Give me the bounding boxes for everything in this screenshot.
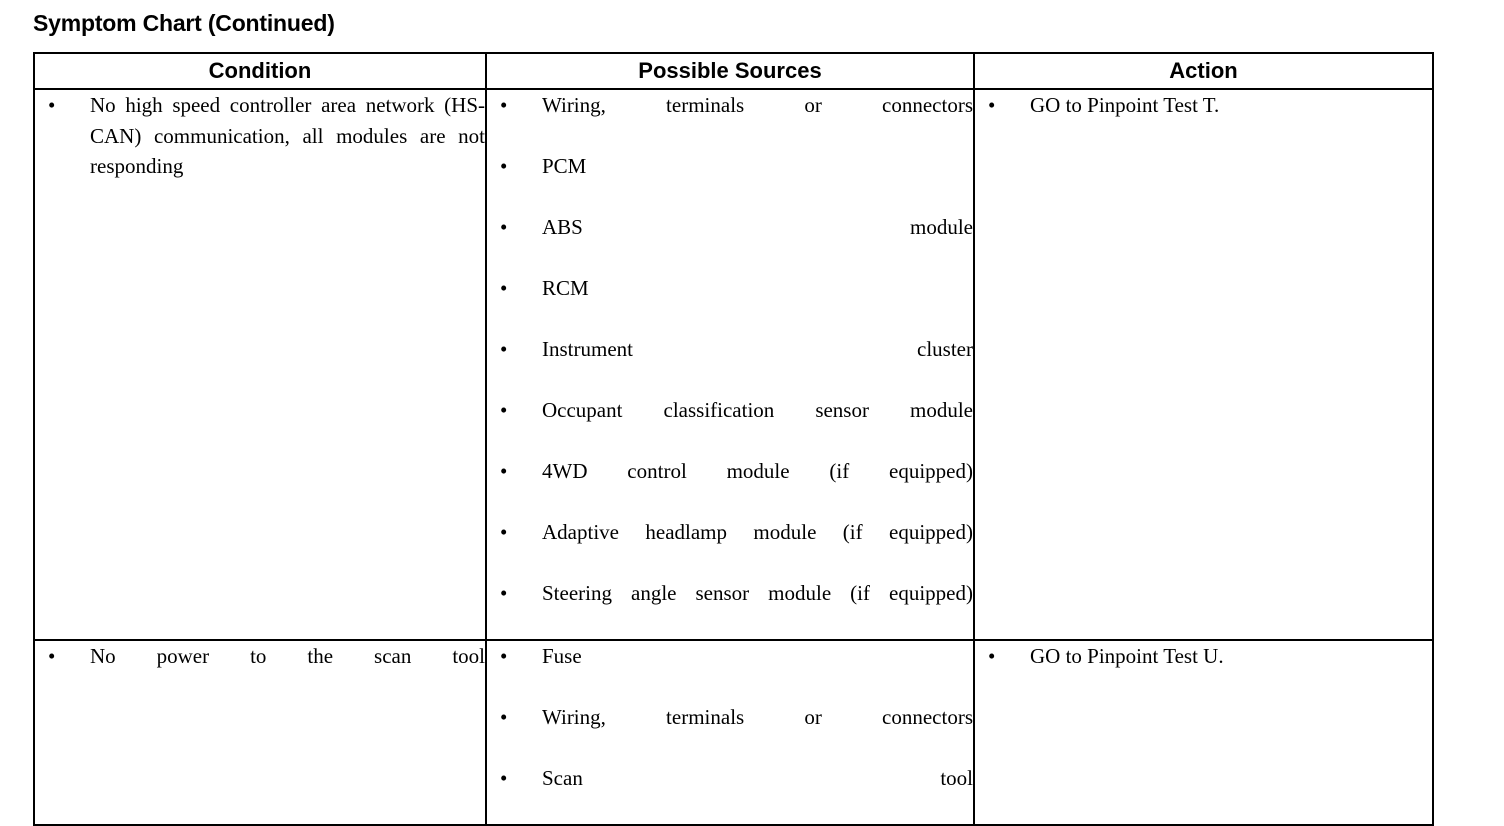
column-header-possible-sources: Possible Sources xyxy=(485,52,975,90)
cell-possible-sources: • Wiring, terminals or connectors • PCM • ABS… xyxy=(485,88,975,641)
list-item-label: No high speed controller area network (H… xyxy=(90,93,485,178)
list-item-label: Wiring, terminals or connectors xyxy=(542,705,973,729)
document-page: Symptom Chart (Continued) Condition Poss… xyxy=(33,10,1434,826)
list-item: • ABS module xyxy=(487,212,973,273)
bullet-icon: • xyxy=(48,644,56,668)
condition-bullet-list: • No power to the scan tool xyxy=(35,641,485,702)
bullet-icon: • xyxy=(500,644,508,668)
cell-possible-sources: • Fuse • Wiring, terminals or connectors • Sc… xyxy=(485,639,975,826)
list-item: • Instrument cluster xyxy=(487,334,973,395)
column-header-action: Action xyxy=(973,52,1434,90)
list-item-label: RCM xyxy=(542,276,589,300)
list-item: • GO to Pinpoint Test T. xyxy=(975,90,1432,121)
list-item: • 4WD control module (if equipped) xyxy=(487,456,973,517)
list-item: • Wiring, terminals or connectors xyxy=(487,702,973,763)
list-item: • Scan tool xyxy=(487,763,973,824)
page-title: Symptom Chart (Continued) xyxy=(33,10,335,36)
action-bullet-list: • GO to Pinpoint Test T. xyxy=(975,90,1432,121)
cell-action: • GO to Pinpoint Test U. xyxy=(973,639,1434,826)
list-item-label: No power to the scan tool xyxy=(90,644,485,668)
list-item-label: Adaptive headlamp module (if equipped) xyxy=(542,520,973,544)
bullet-icon: • xyxy=(500,520,508,544)
bullet-icon: • xyxy=(500,215,508,239)
possible-sources-bullet-list: • Fuse • Wiring, terminals or connectors • Sc… xyxy=(487,641,973,824)
list-item: • No power to the scan tool xyxy=(35,641,485,702)
column-header-condition: Condition xyxy=(33,52,487,90)
bullet-icon: • xyxy=(48,93,56,117)
table-body: • No high speed controller area network (… xyxy=(33,88,1434,826)
bullet-icon: • xyxy=(500,581,508,605)
list-item-label: Scan tool xyxy=(542,766,973,790)
action-bullet-list: • GO to Pinpoint Test U. xyxy=(975,641,1432,672)
bullet-icon: • xyxy=(500,459,508,483)
list-item-label: PCM xyxy=(542,154,587,178)
list-item-label: 4WD control module (if equipped) xyxy=(542,459,973,483)
bullet-icon: • xyxy=(500,398,508,422)
bullet-icon: • xyxy=(500,154,508,178)
list-item: • No high speed controller area network (… xyxy=(35,90,485,212)
list-item: • RCM xyxy=(487,273,973,334)
list-item-label: Instrument cluster xyxy=(542,337,973,361)
bullet-icon: • xyxy=(988,93,996,117)
bullet-icon: • xyxy=(500,705,508,729)
possible-sources-bullet-list: • Wiring, terminals or connectors • PCM • ABS… xyxy=(487,90,973,639)
list-item: • PCM xyxy=(487,151,973,212)
cell-action: • GO to Pinpoint Test T. xyxy=(973,88,1434,641)
list-item-label: GO to Pinpoint Test U. xyxy=(1030,644,1224,668)
list-item-label: Wiring, terminals or connectors xyxy=(542,93,973,117)
list-item: • Steering angle sensor module (if equipp… xyxy=(487,578,973,639)
table-header: Condition Possible Sources Action xyxy=(33,52,1434,90)
list-item: • Occupant classification sensor module xyxy=(487,395,973,456)
list-item-label: Fuse xyxy=(542,644,582,668)
symptom-chart-table: Condition Possible Sources Action • No hi… xyxy=(33,52,1434,826)
list-item-label: GO to Pinpoint Test T. xyxy=(1030,93,1220,117)
table-header-row: Condition Possible Sources Action xyxy=(33,52,1434,90)
list-item-label: ABS module xyxy=(542,215,973,239)
bullet-icon: • xyxy=(500,766,508,790)
cell-condition: • No high speed controller area network (… xyxy=(33,88,487,641)
bullet-icon: • xyxy=(500,93,508,117)
list-item: • Fuse xyxy=(487,641,973,702)
list-item: • GO to Pinpoint Test U. xyxy=(975,641,1432,672)
list-item-label: Occupant classification sensor module xyxy=(542,398,973,422)
list-item-label: Steering angle sensor module (if equippe… xyxy=(542,581,973,605)
cell-condition: • No power to the scan tool xyxy=(33,639,487,826)
list-item: • Wiring, terminals or connectors xyxy=(487,90,973,151)
bullet-icon: • xyxy=(500,337,508,361)
condition-bullet-list: • No high speed controller area network (… xyxy=(35,90,485,212)
bullet-icon: • xyxy=(500,276,508,300)
table-row: • No high speed controller area network (… xyxy=(33,88,1434,641)
list-item: • Adaptive headlamp module (if equipped) xyxy=(487,517,973,578)
bullet-icon: • xyxy=(988,644,996,668)
table-row: • No power to the scan tool • Fuse • Wiring,… xyxy=(33,639,1434,826)
